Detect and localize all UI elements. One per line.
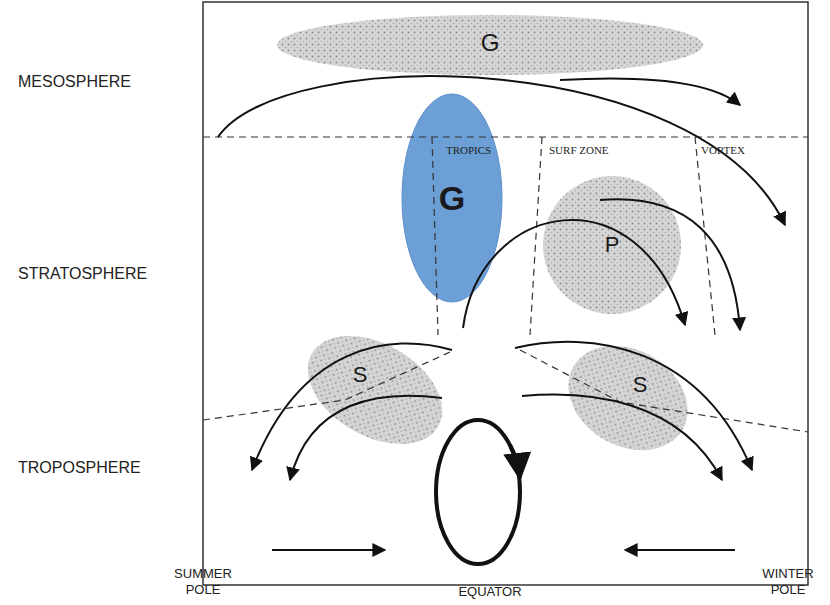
- mesosphere-region: G: [275, 13, 705, 77]
- region-shape: [563, 348, 693, 448]
- circulation-arrows: [218, 76, 785, 550]
- hadley-cell: [436, 420, 520, 564]
- zone-label: TROPICS: [446, 144, 491, 158]
- region-letter: S: [633, 374, 648, 396]
- layer-label: MESOSPHERE: [18, 72, 131, 92]
- zone-label: SURF ZONE: [549, 144, 609, 158]
- zone-label: VORTEX: [701, 144, 745, 158]
- region-letter: G: [481, 31, 500, 55]
- region-letter: G: [439, 181, 465, 215]
- winter-region: S: [563, 348, 693, 448]
- summer-region: S: [300, 342, 450, 438]
- layer-label: STRATOSPHERE: [18, 264, 147, 284]
- axis-label: EQUATOR: [440, 584, 540, 600]
- layer-label: TROPOSPHERE: [18, 458, 141, 478]
- axis-label: WINTER POLE: [752, 566, 824, 599]
- boundary-lines: [203, 137, 808, 432]
- tropical-region: G: [400, 92, 504, 304]
- region-letter: S: [353, 364, 368, 386]
- axis-label: SUMMER POLE: [166, 566, 240, 599]
- surf-zone-region: P: [541, 174, 683, 316]
- region-letter: P: [605, 234, 620, 256]
- region-shape: [300, 342, 450, 438]
- frame: [203, 2, 808, 585]
